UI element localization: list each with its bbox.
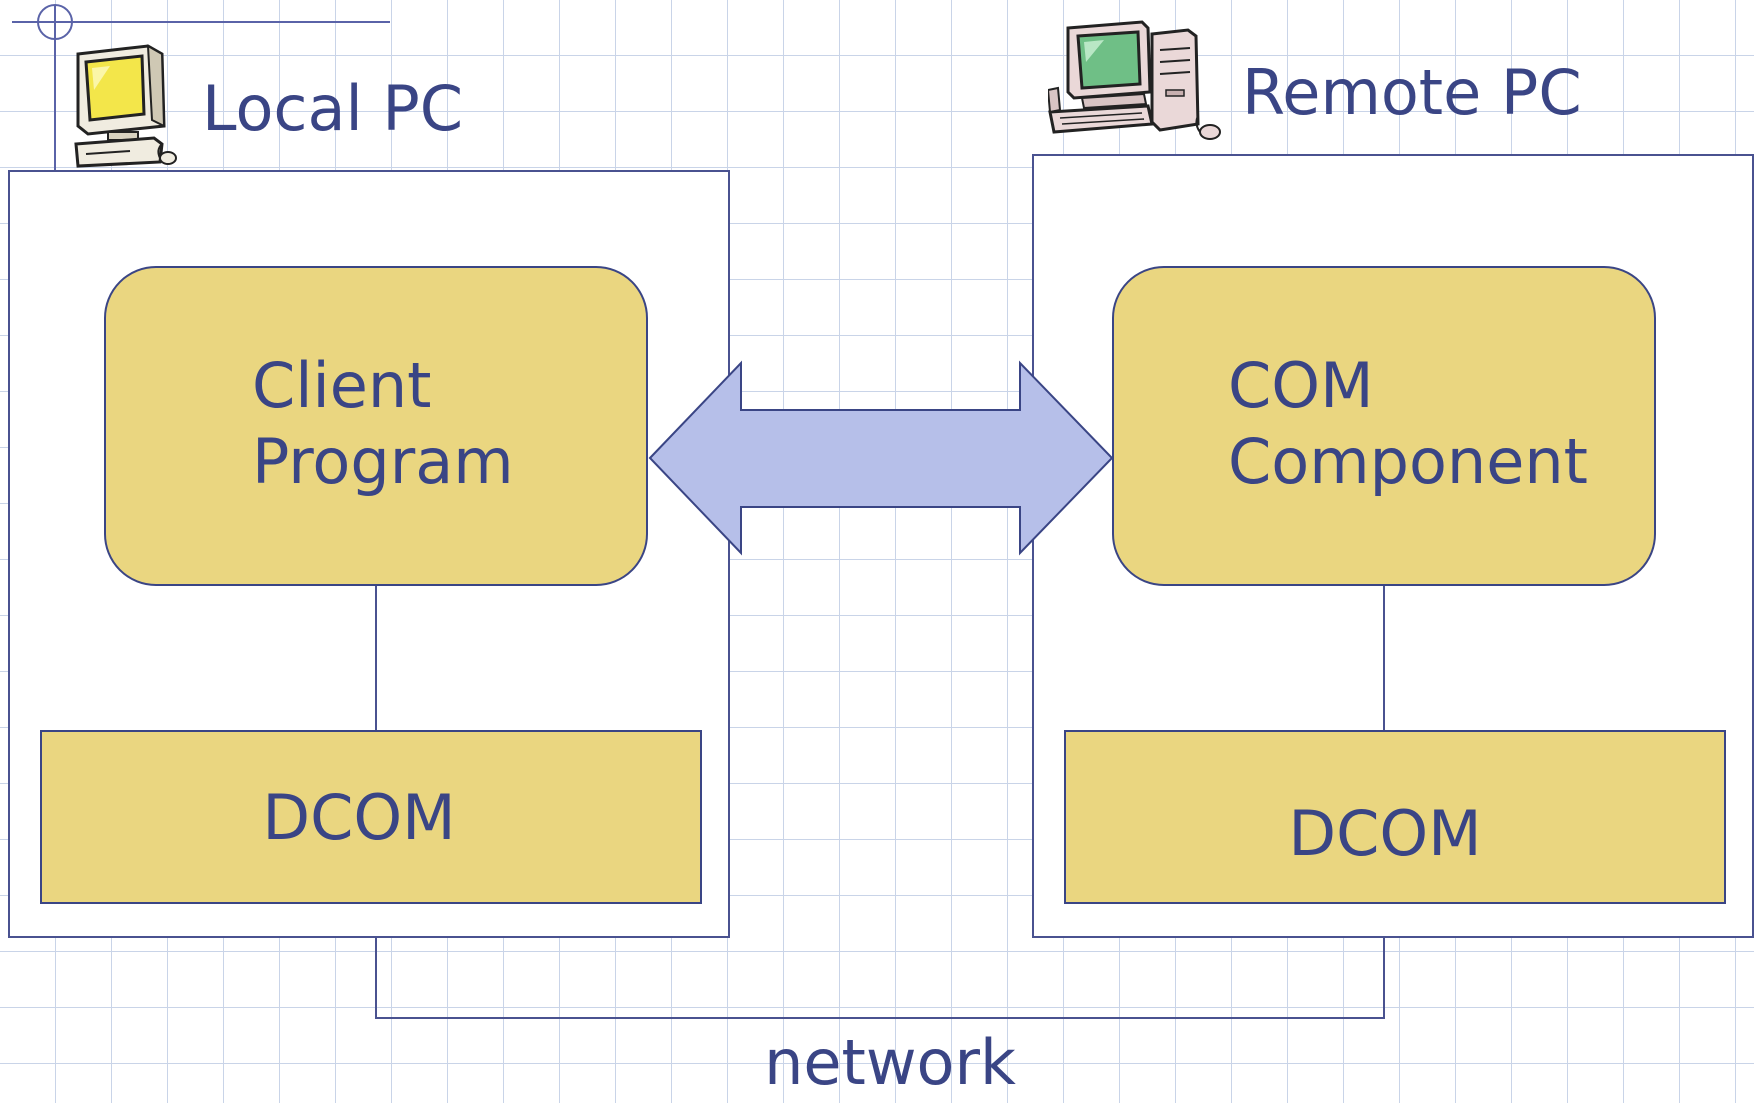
com-component-box: COM Component [1112,266,1656,586]
desktop-computer-icon [74,44,177,168]
corner-crosshair-decoration [12,4,390,172]
client-program-box: Client Program [104,266,648,586]
client-program-label-line1: Client [252,349,432,422]
local-dcom-label: DCOM [262,780,456,854]
com-component-label-line2: Component [1228,425,1588,498]
network-connection-line [375,938,1385,1019]
local-pc-label: Local PC [202,72,464,145]
tower-computer-icon [1048,20,1221,140]
com-component-label-line1: COM [1228,349,1374,422]
network-label: network [764,1026,1016,1099]
client-program-label-line2: Program [252,425,514,498]
local-dcom-box: DCOM [40,730,702,904]
remote-dcom-box: DCOM [1064,730,1726,904]
remote-dcom-label: DCOM [1288,796,1482,870]
remote-pc-label: Remote PC [1242,56,1582,129]
